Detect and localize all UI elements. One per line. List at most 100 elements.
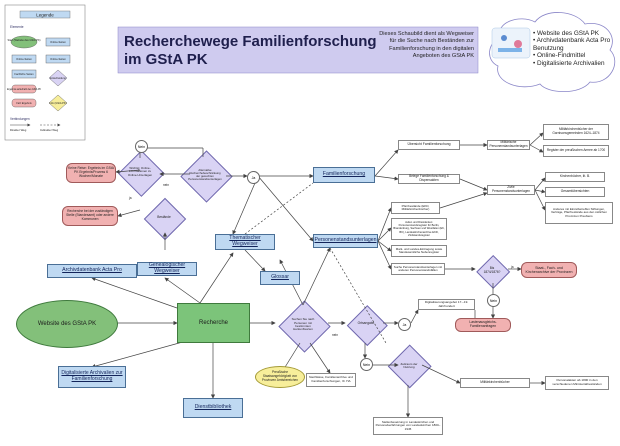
uebersicht-label: Übersicht Familienforschung xyxy=(407,142,451,147)
gesamt-label: Gesamtübersichten xyxy=(560,189,590,194)
andere-label: Anderes mit Einzelbetreffen Stiftungen, … xyxy=(550,206,608,218)
personalakten-node: Personalakten ab 1800 in den verschieden… xyxy=(545,376,609,390)
recherche-node[interactable]: Recherche xyxy=(177,303,250,343)
legend-online-shape-2 xyxy=(11,54,37,64)
legend-title: Legende xyxy=(36,13,54,18)
legend-external-shape xyxy=(11,84,37,94)
uebersicht-node: Übersicht Familienforschung xyxy=(398,140,460,150)
stellenbesetzung-node: Stellenbesetzung in Landeskirchen und Pe… xyxy=(373,417,443,435)
cloud-item-digitalisiert: • Digitalisierte Archivalien xyxy=(533,59,605,67)
decision-zeitraum-label: Zeitraum der Nutzung xyxy=(400,361,418,369)
militaer2-label: Militärkirchenbücher xyxy=(480,380,510,385)
legend-item-online-3: Online-Seiten xyxy=(50,57,66,61)
juden-label: Juden und Dissidenten: Personenstandsreg… xyxy=(393,221,445,237)
belege-label: Belege Familienforschung & Dispensakten xyxy=(409,174,449,182)
digi-label: Digitalisierungsangebot 17.–19. Jahrhund… xyxy=(424,299,469,308)
info-label: Preußische Staatsangehörigkeit von Provi… xyxy=(261,370,299,382)
digitalisiert-label: Digitalisierte Archivalien zur Familienf… xyxy=(61,370,123,382)
page-title-line1: Recherchewege Familienforschung xyxy=(124,33,377,50)
decision-ortsangabe: Ortsangabe xyxy=(347,305,385,343)
extern-recherche-node: Recherche bei der zuständigen Stelle (St… xyxy=(62,206,118,226)
kein-ergebnis-node: Keine Reise: Ergebnis im GStA PK Ergebni… xyxy=(66,163,116,183)
dienst-node[interactable]: Dienstbibliothek xyxy=(183,398,243,418)
militaer-a-label: Militärkirchenbücher der Garnisonsgemein… xyxy=(552,127,600,135)
andere-node: Anderes mit Einzelbetreffen Stiftungen, … xyxy=(545,202,613,224)
decision-bestaende: Bestände xyxy=(144,198,184,238)
tag-nein-2: nein xyxy=(332,333,339,337)
genealogisch-node[interactable]: Genealogischer Wegweiser xyxy=(137,262,197,276)
decision-bestaende-label: Bestände xyxy=(157,215,171,220)
decision-zeitraum: Zeitraum der Nutzung xyxy=(388,345,430,387)
connector-oder-4: Nein xyxy=(135,140,148,153)
legend-item-decision: Entscheidung xyxy=(50,76,66,80)
cloud-item-actapro: • Archivdatenbank Acta Pro Benutzung xyxy=(533,37,611,52)
digitalisiert-node[interactable]: Digitalisierte Archivalien zur Familienf… xyxy=(58,366,126,388)
cloud-item-findmittel: • Online-Findmittel xyxy=(533,52,586,60)
decision-suche: Suchen Sie nach Personen mit bestimmten … xyxy=(278,300,328,350)
glossar-label: Glossar xyxy=(271,274,289,281)
legend-online-shape-1 xyxy=(45,37,71,47)
info-node: Preußische Staatsangehörigkeit von Provi… xyxy=(255,366,305,388)
personalakten-label: Personalakten ab 1800 in den verschieden… xyxy=(552,378,602,386)
legend-info-shape xyxy=(48,94,68,112)
legend-item-external: Ergebnis außerhalb des GStA PK xyxy=(7,88,42,91)
suche-label: Suche Personenstandsunterlagen mit ander… xyxy=(393,264,443,272)
legend-fachlich-shape xyxy=(11,69,37,79)
legend-section-elements: Elemente xyxy=(10,25,24,29)
decision-bis1874-label: Bis 1874/1876? xyxy=(483,266,501,274)
militaer-a-node: Militärkirchenbücher der Garnisonsgemein… xyxy=(543,124,609,140)
decision-bis1874: Bis 1874/1876? xyxy=(476,255,508,287)
decision-online-label: Wichtig: Online-Informationen zu Online-… xyxy=(127,166,153,177)
belege-node: Belege Familienforschung & Dispensakten xyxy=(398,174,460,184)
legend-decision-shape xyxy=(48,69,68,87)
pfarr-node: Pfarrbestände (EKD, Militärkirchenbücher… xyxy=(391,202,440,214)
thematisch-label: Thematischer Wegweiser xyxy=(229,235,261,247)
militaer-b-node: Register der preußischen Armee ab 1700 xyxy=(543,145,609,157)
cloud-summary xyxy=(489,12,616,93)
mark-label: Mark- und Landes-Eintragung sowie Stande… xyxy=(395,246,443,254)
pfarr-label: Pfarrbestände (EKD, Militärkirchenbücher… xyxy=(401,203,430,211)
legend-conn-indirect: Indirekter Weg xyxy=(40,128,59,132)
nachlass-label: Nachlässe, Familienarchive und Familienf… xyxy=(309,375,353,383)
staat-archive-node: Staat-, Fach- und Kirchenarchive der Pro… xyxy=(521,262,577,278)
connector-oder-3: Nein xyxy=(360,358,373,371)
connector-oder-1: Ja xyxy=(247,171,260,184)
decision-online: Wichtig: Online-Informationen zu Online-… xyxy=(118,150,162,194)
lastenausgleich-label: Lastenausgleichs-Familienanfragen xyxy=(469,320,497,328)
kb-node: Kirchenbücher, lit. B. xyxy=(545,172,605,182)
suche-node: Suche Personenstandsunterlagen mit ander… xyxy=(391,263,445,275)
juden-node: Juden und Dissidenten: Personenstandsreg… xyxy=(391,218,447,240)
legend-item-online-2: Online-Seiten xyxy=(16,57,32,61)
militaer-node: Militärische Personenstandsunterlagen xyxy=(487,140,530,150)
cloud-illustration xyxy=(491,27,531,59)
start-website-node[interactable]: Website des GStA PK xyxy=(16,300,118,348)
legend-conn-direct: Direkter Weg xyxy=(10,128,27,132)
personenstand-label: Personenstandsunterlagen xyxy=(314,237,377,244)
personenstand-node[interactable]: Personenstandsunterlagen xyxy=(313,234,378,248)
familienforschung-node[interactable]: Familienforschung xyxy=(313,167,375,183)
genealogisch-label: Genealogischer Wegweiser xyxy=(148,262,186,274)
legend-item-fachlich: Fachliche Seiten xyxy=(14,72,34,76)
cloud-item-website: • Website des GStA PK xyxy=(533,30,600,37)
legend-item-info: Info (GStA PK) xyxy=(49,101,66,105)
decision-suche-label: Suchen Sie nach Personen mit bestimmten … xyxy=(291,317,315,332)
legend-section-connections: Verbindungen xyxy=(10,117,30,121)
actapro-node[interactable]: Archivdatenbank Acta Pro xyxy=(47,264,137,278)
nachlass-node: Nachlässe, Familienarchive und Familienf… xyxy=(306,373,356,387)
decision-ortsangabe-label: Ortsangabe xyxy=(357,321,375,326)
legend-start-shape xyxy=(10,35,38,49)
decision-alternativ-label: Alternative Recherchebeschränkung der ge… xyxy=(188,167,222,182)
connector-oder-2: Ja xyxy=(398,318,411,331)
tag-ja-2: ja xyxy=(511,265,514,269)
familienforschung-label: Familienforschung xyxy=(322,171,366,178)
page-title-line2: im GStA PK xyxy=(124,51,208,68)
legend-item-result: Fall: Ergebnis xyxy=(16,102,32,105)
glossar-node[interactable]: Glossar xyxy=(260,271,300,285)
header-banner: Recherchewege Familienforschung im GStA … xyxy=(117,26,479,74)
thematisch-node[interactable]: Thematischer Wegweiser xyxy=(215,234,275,250)
recherche-label: Recherche xyxy=(198,319,228,326)
extern-recherche-label: Recherche bei der zuständigen Stelle (St… xyxy=(66,209,114,221)
lastenausgleich-node: Lastenausgleichs-Familienanfragen xyxy=(455,318,511,332)
